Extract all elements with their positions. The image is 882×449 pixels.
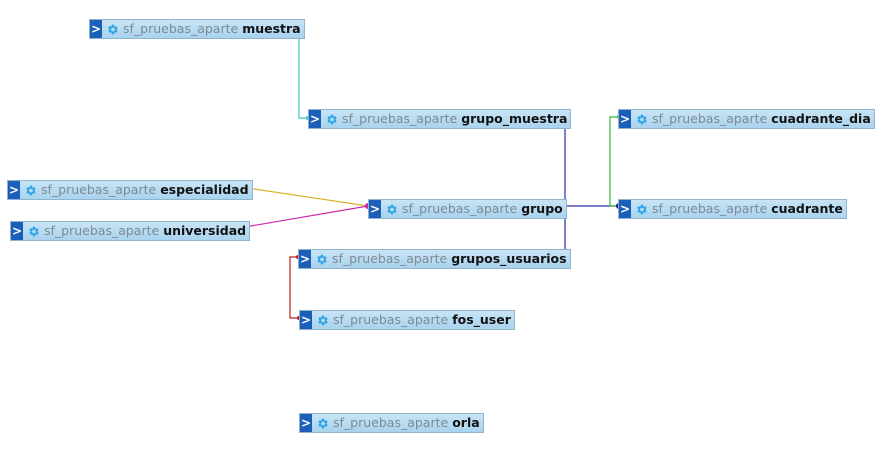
table-title: sf_pruebas_aparte universidad	[44, 222, 249, 240]
table-name: cuadrante_dia	[771, 111, 871, 126]
toggle-arrow-icon[interactable]: >	[11, 222, 23, 240]
toggle-arrow-icon[interactable]: >	[619, 110, 631, 128]
toggle-arrow-icon[interactable]: >	[300, 311, 312, 329]
relation-muestra-grupo-muestra	[288, 27, 309, 119]
database-name: sf_pruebas_aparte	[402, 201, 518, 216]
toggle-arrow-icon[interactable]: >	[8, 181, 20, 199]
table-grupos-usuarios[interactable]: > sf_pruebas_aparte grupos_usuarios	[298, 249, 571, 269]
toggle-arrow-icon[interactable]: >	[299, 250, 311, 268]
table-title: sf_pruebas_aparte cuadrante_dia	[652, 110, 874, 128]
toggle-arrow-icon[interactable]: >	[90, 20, 102, 38]
gear-icon[interactable]	[634, 202, 649, 217]
database-name: sf_pruebas_aparte	[652, 111, 768, 126]
gear-icon[interactable]	[384, 202, 399, 217]
table-grupo[interactable]: > sf_pruebas_aparte grupo	[368, 199, 567, 219]
gear-icon[interactable]	[634, 112, 649, 127]
toggle-arrow-icon[interactable]: >	[300, 414, 312, 432]
table-title: sf_pruebas_aparte cuadrante	[652, 200, 846, 218]
table-title: sf_pruebas_aparte fos_user	[333, 311, 514, 329]
gear-icon[interactable]	[26, 224, 41, 239]
database-name: sf_pruebas_aparte	[41, 182, 157, 197]
relation-grupo-muestra-grupo	[553, 116, 566, 207]
table-name: orla	[452, 415, 480, 430]
table-name: cuadrante	[771, 201, 843, 216]
gear-icon[interactable]	[315, 416, 330, 431]
table-universidad[interactable]: > sf_pruebas_aparte universidad	[10, 221, 251, 241]
table-name: muestra	[242, 21, 301, 36]
relation-especialidad-grupo	[233, 185, 369, 207]
toggle-arrow-icon[interactable]: >	[369, 200, 381, 218]
table-orla[interactable]: > sf_pruebas_aparte orla	[299, 413, 484, 433]
table-fos-user[interactable]: > sf_pruebas_aparte fos_user	[299, 310, 515, 330]
table-title: sf_pruebas_aparte especialidad	[41, 181, 252, 199]
toggle-arrow-icon[interactable]: >	[309, 110, 321, 128]
toggle-arrow-icon[interactable]: >	[619, 200, 631, 218]
table-name: universidad	[163, 223, 247, 238]
table-title: sf_pruebas_aparte grupo	[402, 200, 566, 218]
table-grupo-muestra[interactable]: > sf_pruebas_aparte grupo_muestra	[308, 109, 572, 129]
database-name: sf_pruebas_aparte	[652, 201, 768, 216]
table-cuadrante-dia[interactable]: > sf_pruebas_aparte cuadrante_dia	[618, 109, 875, 129]
table-name: especialidad	[160, 182, 249, 197]
database-name: sf_pruebas_aparte	[332, 251, 448, 266]
gear-icon[interactable]	[314, 252, 329, 267]
table-title: sf_pruebas_aparte orla	[333, 414, 483, 432]
table-name: fos_user	[452, 312, 511, 327]
relation-grupos-usuarios-fos-user	[289, 256, 299, 319]
database-name: sf_pruebas_aparte	[342, 111, 458, 126]
table-title: sf_pruebas_aparte muestra	[123, 20, 304, 38]
table-name: grupos_usuarios	[451, 251, 567, 266]
database-name: sf_pruebas_aparte	[123, 21, 239, 36]
gear-icon[interactable]	[23, 183, 38, 198]
relation-universidad-grupo	[232, 205, 369, 230]
database-name: sf_pruebas_aparte	[44, 223, 160, 238]
database-name: sf_pruebas_aparte	[333, 312, 449, 327]
table-title: sf_pruebas_aparte grupo_muestra	[342, 110, 570, 128]
table-especialidad[interactable]: > sf_pruebas_aparte especialidad	[7, 180, 253, 200]
gear-icon[interactable]	[315, 313, 330, 328]
table-title: sf_pruebas_aparte grupos_usuarios	[332, 250, 570, 268]
table-muestra[interactable]: > sf_pruebas_aparte muestra	[89, 19, 305, 39]
gear-icon[interactable]	[324, 112, 339, 127]
table-name: grupo	[521, 201, 563, 216]
gear-icon[interactable]	[105, 22, 120, 37]
table-cuadrante[interactable]: > sf_pruebas_aparte cuadrante	[618, 199, 847, 219]
database-name: sf_pruebas_aparte	[333, 415, 449, 430]
relation-cuadrante-dia-cuadrante	[609, 116, 619, 207]
table-name: grupo_muestra	[461, 111, 568, 126]
